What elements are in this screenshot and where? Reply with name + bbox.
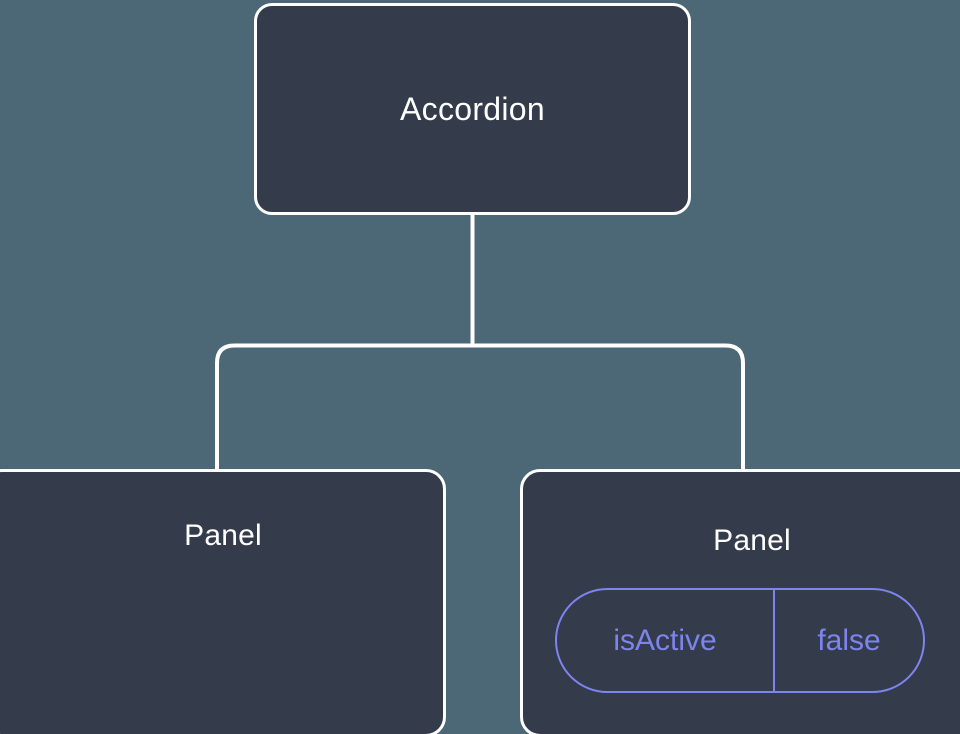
prop-pill-isactive[interactable]: isActive false [555, 588, 925, 693]
connector-branch-bus [215, 343, 745, 470]
node-title: Panel [184, 519, 262, 552]
tree-node-panel-active[interactable]: Panel isActive true [0, 469, 446, 734]
node-title: Panel [713, 524, 791, 557]
node-title: Accordion [400, 90, 545, 127]
tree-node-accordion[interactable]: Accordion [254, 3, 691, 215]
prop-value: false [817, 623, 881, 657]
prop-key: isActive [557, 590, 775, 691]
